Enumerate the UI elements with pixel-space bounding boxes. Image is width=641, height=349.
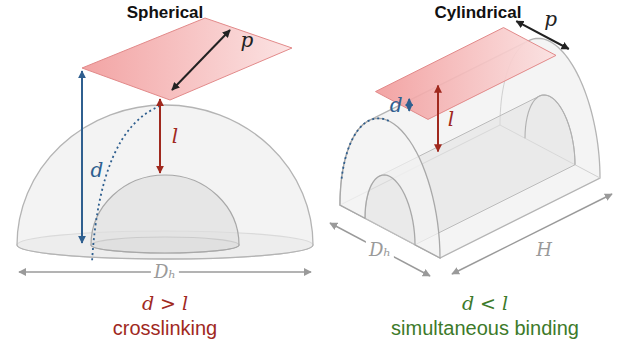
symbol-label: d <box>91 159 104 181</box>
inner-dome <box>91 175 239 253</box>
symbol-label: p <box>544 8 557 30</box>
h-dimension <box>452 194 612 274</box>
binding-plane <box>82 18 292 100</box>
symbol-label: l <box>448 108 454 130</box>
mode-label: simultaneous binding <box>391 317 579 339</box>
outer-dome <box>17 105 313 259</box>
l-arrow <box>159 99 161 173</box>
cylindrical-illustration <box>340 28 600 258</box>
dimension-label: Dₕ <box>366 240 394 260</box>
panel-title: Spherical <box>127 4 204 23</box>
binding-plane <box>376 28 557 120</box>
dh-dimension <box>330 223 430 276</box>
symbol-label: l <box>172 125 178 147</box>
symbol-label: d <box>390 94 403 116</box>
p-arrow <box>172 30 230 90</box>
p-arrow <box>516 21 569 49</box>
inner-back-arch <box>525 95 575 165</box>
l-arrow <box>437 86 439 152</box>
panel-title: Cylindrical <box>435 4 522 23</box>
d-arrow <box>408 99 410 111</box>
condition-label: d < l <box>462 293 508 314</box>
spherical-illustration <box>17 18 313 262</box>
meridian-dotted <box>92 106 160 262</box>
dimension-label: Dₕ <box>151 262 179 282</box>
dimension-label: H <box>536 240 552 260</box>
symbol-label: p <box>241 29 254 51</box>
mode-label: crosslinking <box>113 317 217 339</box>
d-arrow <box>81 71 83 243</box>
front-rim-dotted <box>342 118 390 178</box>
condition-label: d > l <box>142 293 188 314</box>
